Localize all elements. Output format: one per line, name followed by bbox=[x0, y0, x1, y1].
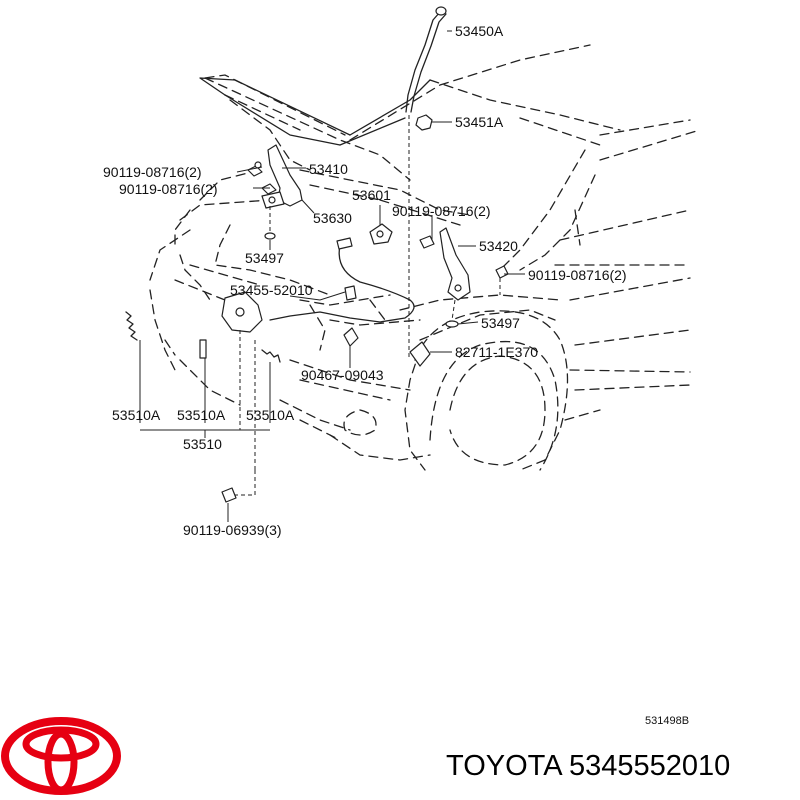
label-53510A-a: 53510A bbox=[112, 407, 161, 423]
cable-clip bbox=[343, 327, 359, 347]
wire-grommet bbox=[409, 341, 431, 367]
washer-left bbox=[264, 206, 276, 240]
hood-support-rod bbox=[405, 6, 447, 360]
spring-right bbox=[261, 349, 281, 363]
bolt-hinge-right-upper bbox=[419, 235, 435, 249]
label-90119-08716-d: 90119-08716(2) bbox=[528, 267, 627, 283]
label-82711-1E370: 82711-1E370 bbox=[455, 344, 538, 360]
label-53630: 53630 bbox=[313, 210, 352, 226]
leader-lines bbox=[139, 30, 525, 522]
hood-panel bbox=[199, 77, 431, 146]
car-body-outline bbox=[149, 44, 701, 471]
brand-part-number: TOYOTA 5345552010 bbox=[446, 750, 730, 782]
label-90119-08716-a: 90119-08716(2) bbox=[103, 164, 202, 180]
label-53450A: 53450A bbox=[455, 23, 504, 39]
washer-right bbox=[445, 299, 459, 328]
label-53455-52010: 53455-52010 bbox=[230, 282, 313, 298]
label-53451A: 53451A bbox=[455, 114, 504, 130]
label-53497-b: 53497 bbox=[481, 315, 520, 331]
label-53510A-b: 53510A bbox=[177, 407, 226, 423]
bolt-lock-mount bbox=[221, 487, 237, 503]
hood-release-cable bbox=[269, 237, 415, 323]
label-53420: 53420 bbox=[479, 238, 518, 254]
figure-reference-code: 531498B bbox=[645, 715, 689, 727]
label-53410: 53410 bbox=[309, 161, 348, 177]
bolt-hinge-left-lower bbox=[261, 183, 277, 195]
bolt-hinge-right-lower bbox=[495, 265, 509, 295]
cable-clamp-53455 bbox=[344, 285, 357, 301]
label-90119-08716-c: 90119-08716(2) bbox=[392, 203, 491, 219]
bolt-hinge-left-upper bbox=[247, 161, 263, 177]
hood-hinge-left bbox=[261, 144, 303, 209]
label-90119-06939: 90119-06939(3) bbox=[183, 522, 282, 538]
spring-left bbox=[125, 311, 138, 341]
part-labels: 53450A 53451A 90119-08716(2) 53410 90119… bbox=[103, 23, 689, 727]
toyota-logo bbox=[1, 717, 121, 795]
label-90467-09043: 90467-09043 bbox=[301, 367, 384, 383]
rod-holder-clip bbox=[415, 114, 433, 131]
label-53510: 53510 bbox=[183, 436, 222, 452]
label-53497-a: 53497 bbox=[245, 250, 284, 266]
hood-hinge-right bbox=[439, 227, 471, 301]
label-53601: 53601 bbox=[352, 187, 391, 203]
spring-middle bbox=[199, 339, 207, 359]
label-53510A-c: 53510A bbox=[246, 407, 295, 423]
hood-lock-assembly bbox=[221, 291, 263, 496]
label-90119-08716-b: 90119-08716(2) bbox=[119, 181, 218, 197]
hood-lock-53601 bbox=[369, 223, 393, 245]
